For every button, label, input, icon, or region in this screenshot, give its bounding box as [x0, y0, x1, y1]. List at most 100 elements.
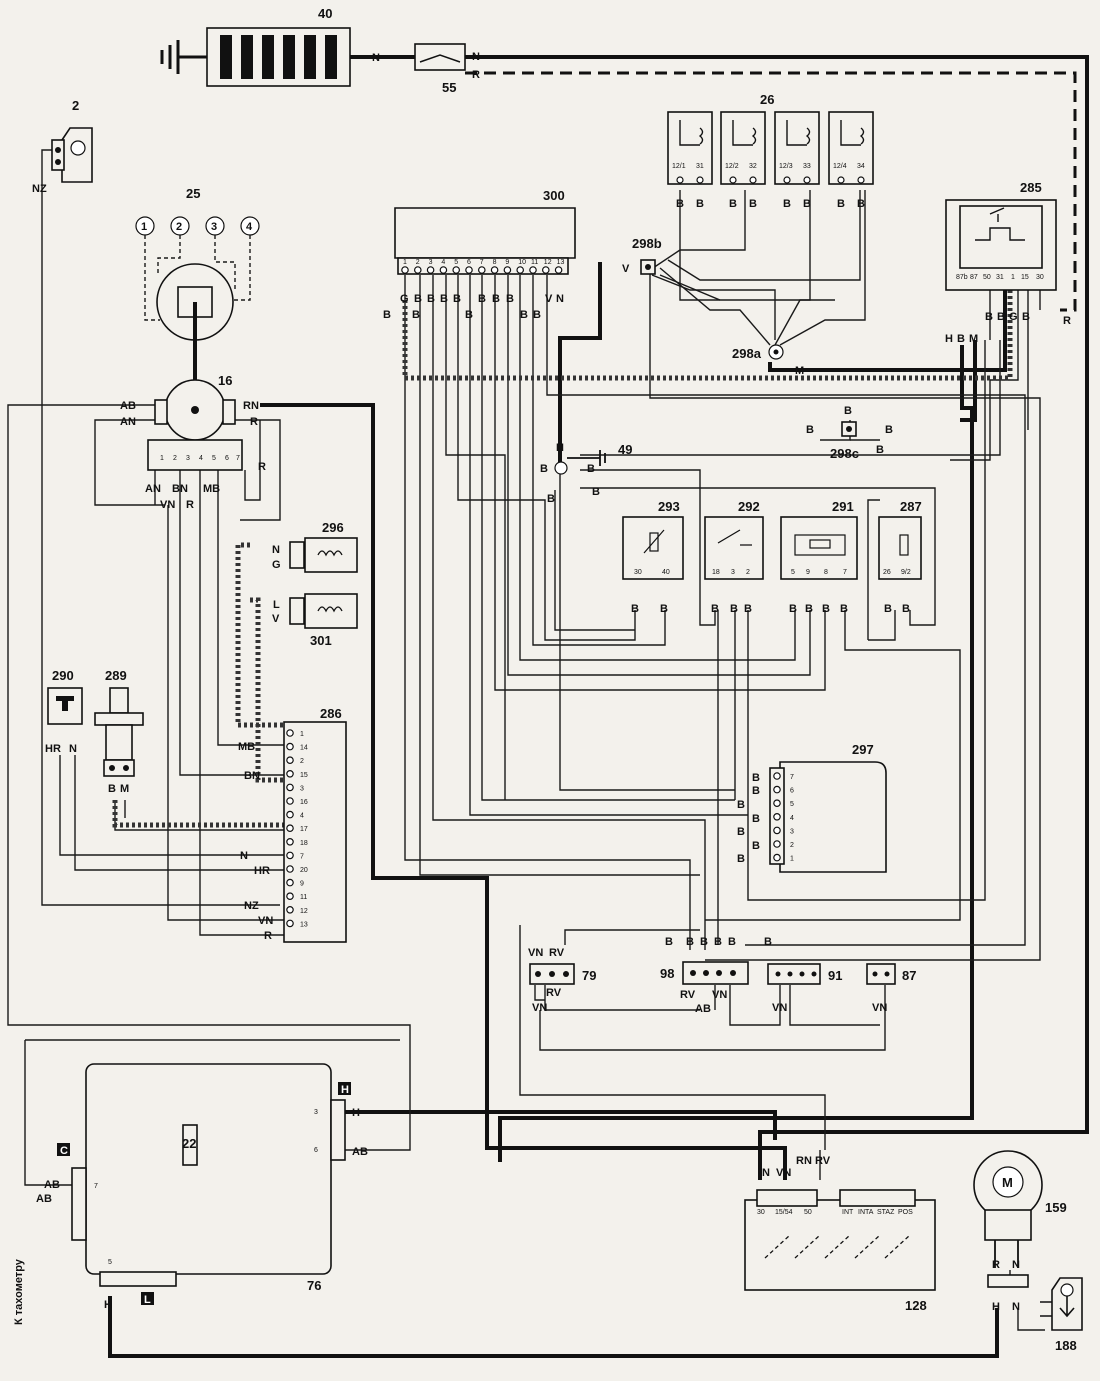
wire-b-297f: B: [752, 840, 760, 852]
label-2: 2: [72, 98, 79, 113]
label-91: 91: [828, 968, 842, 983]
pin286-9-label: 7: [300, 853, 304, 860]
label-128: 128: [905, 1298, 927, 1313]
wire-b-26f: B: [803, 198, 811, 210]
pin293-2: 40: [662, 569, 670, 576]
sensor-287: 26 9/2 287: [878, 499, 922, 580]
wire-b-292b: B: [730, 603, 738, 615]
pin286-2-label: 2: [300, 758, 304, 765]
sensor-301: 301: [289, 593, 358, 648]
pin297-4-label: 4: [790, 815, 794, 822]
pin300-6-label: 6: [467, 259, 471, 266]
wire-n-159b: N: [1012, 1301, 1020, 1313]
wire-b-98f: B: [764, 936, 772, 948]
tachometer-label: К тахометру: [13, 1258, 25, 1325]
wire-b-292a: B: [711, 603, 719, 615]
pin300-3-label: 3: [429, 259, 433, 266]
pin300-1-dot: [401, 266, 409, 274]
pin16-2: 2: [173, 455, 177, 462]
wire-b-26d: B: [749, 198, 757, 210]
wire-m-298a: M: [795, 365, 804, 377]
pin300-8-dot: [490, 266, 499, 274]
label-291: 291: [832, 499, 854, 514]
pin286-4-label: 3: [300, 785, 304, 792]
connector-79: 79: [529, 963, 596, 985]
wire-b-292c: B: [744, 603, 752, 615]
pin300-11-label: 11: [531, 259, 538, 266]
pin292-3: 2: [746, 569, 750, 576]
term-staz: STAZ: [877, 1209, 895, 1216]
label-87: 87: [902, 968, 916, 983]
label-296: 296: [322, 520, 344, 535]
splice-298a: 298a: [732, 344, 784, 361]
pin300-10-label: 10: [518, 259, 526, 266]
term-int: INT: [842, 1209, 854, 1216]
shielded-cables: [112, 290, 1013, 828]
ground-49: 49: [554, 442, 632, 475]
wire-n-55: N: [472, 51, 480, 63]
conn-h-label: H: [341, 1084, 349, 1096]
wire-hr-290: HR: [45, 743, 61, 755]
pin292-1: 18: [712, 569, 720, 576]
label-159: 159: [1045, 1200, 1067, 1215]
wire-r-16c: R: [186, 499, 194, 511]
wire-vn-79a: VN: [528, 947, 543, 959]
pin16-7: 7: [236, 455, 240, 462]
pin286-3-dot: [286, 769, 294, 778]
wire-b-98c: B: [700, 936, 708, 948]
wire-b-289: B: [108, 783, 116, 795]
term-pos: POS: [898, 1209, 913, 1216]
wire-b-98d: B: [714, 936, 722, 948]
label-297: 297: [852, 742, 874, 757]
connector-87: 87: [866, 963, 916, 985]
pin291-4: 7: [843, 569, 847, 576]
pin286-0-dot: [286, 729, 294, 737]
relay-pin-a2: 31: [696, 163, 704, 170]
relay-pin-a1: 12/1: [672, 163, 686, 170]
pin287-1: 26: [883, 569, 891, 576]
pin286-14-label: 13: [300, 921, 308, 928]
pin286-1-dot: [286, 742, 294, 751]
pin285-3: 50: [983, 274, 991, 281]
wire-b-291b: B: [805, 603, 813, 615]
wire-vn-79b: VN: [532, 1002, 547, 1014]
pin76-5: 5: [108, 1259, 112, 1266]
wire-b-26c: B: [729, 198, 737, 210]
pin300-9-dot: [503, 266, 512, 274]
label-55: 55: [442, 80, 456, 95]
pin297-3-label: 3: [790, 828, 794, 835]
wire-ab-76c: AB: [36, 1193, 52, 1205]
pin286-13-label: 12: [300, 908, 308, 915]
pin297-2-dot: [773, 840, 781, 848]
wire-b-300a: B: [414, 293, 422, 305]
label-79: 79: [582, 968, 596, 983]
wire-b-300j: B: [465, 309, 473, 321]
pin287-2: 9/2: [901, 569, 911, 576]
pin300-2-dot: [413, 266, 422, 274]
coils-26: 26 12/1 31 12/2 32 12/3 33 12/4 34: [667, 92, 874, 185]
wire-b-300c: B: [440, 293, 448, 305]
splice-298c: 298c: [830, 421, 859, 461]
pin286-11-dot: [286, 878, 294, 887]
pin300-3-dot: [426, 266, 435, 274]
pin286-1-label: 14: [300, 745, 308, 752]
splice-298b: 298b: [632, 236, 662, 275]
pin297-4-dot: [773, 812, 781, 821]
pin297-1-label: 1: [790, 856, 794, 863]
wire-v-300: V: [545, 293, 553, 305]
wire-b-298c-c: B: [885, 424, 893, 436]
wire-ab-76: AB: [352, 1146, 368, 1158]
spark-2: 2: [176, 221, 182, 233]
pin285-2: 87: [970, 274, 978, 281]
wire-b-300i: B: [412, 309, 420, 321]
pin300-5-dot: [452, 266, 461, 274]
wire-h-285: H: [945, 333, 953, 345]
pin297-6-label: 6: [790, 788, 794, 795]
wire-ab-76b: AB: [44, 1179, 60, 1191]
pin285-7: 30: [1036, 274, 1044, 281]
wire-b-285b: B: [985, 311, 993, 323]
relay-pin-c2: 33: [803, 163, 811, 170]
wire-b-297a: B: [752, 772, 760, 784]
pin286-10-label: 20: [300, 867, 308, 874]
